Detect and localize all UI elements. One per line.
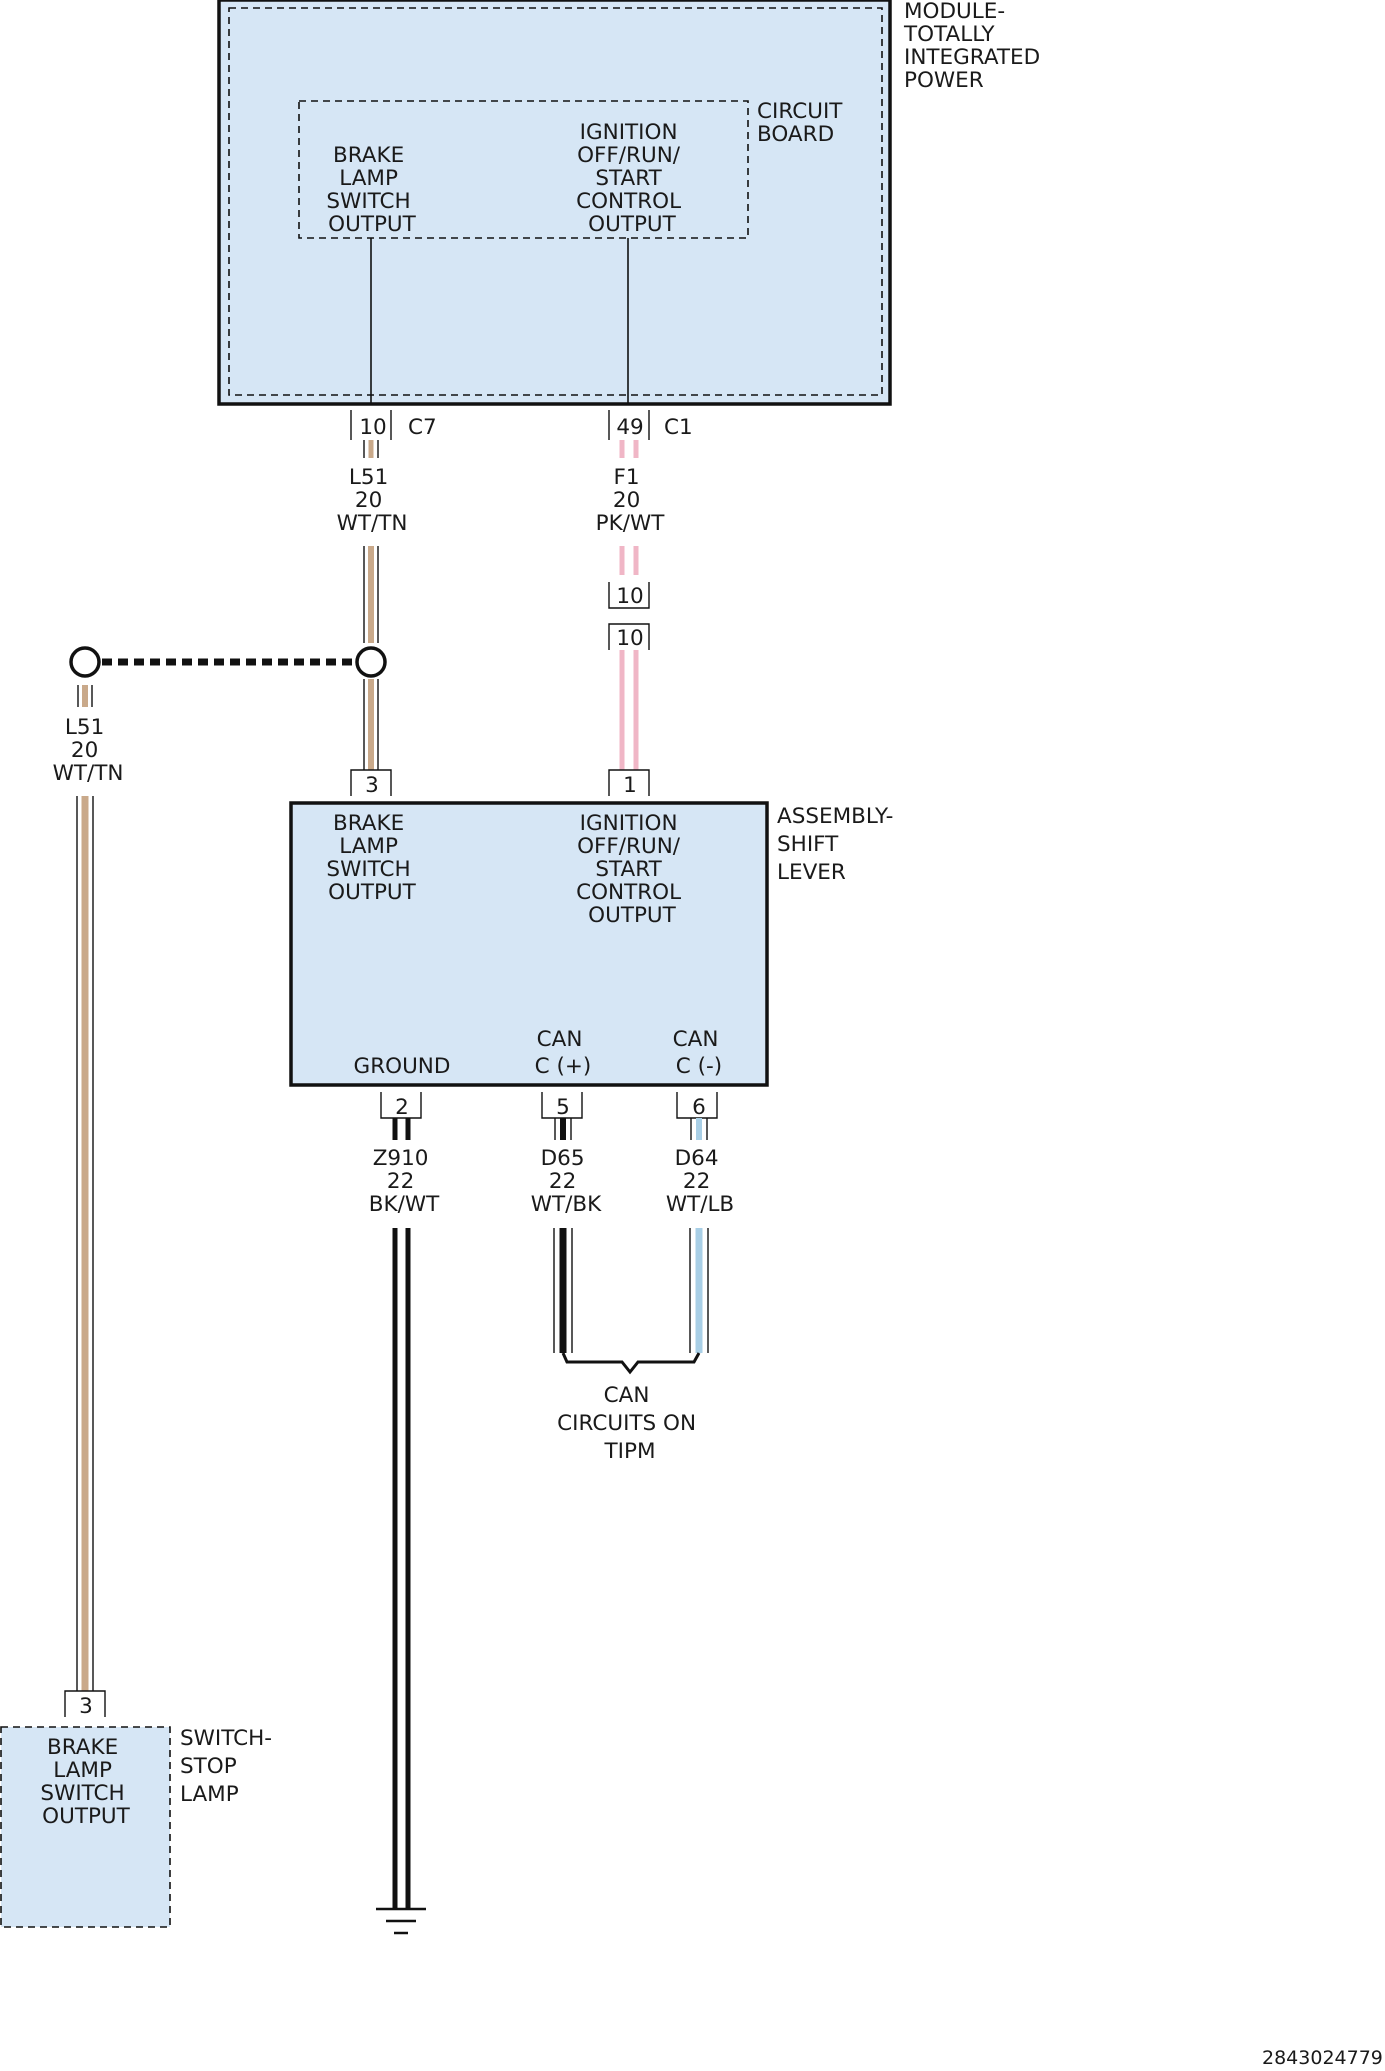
ground-symbol [376, 1907, 426, 1935]
shift-lever-box [289, 801, 769, 1087]
tipm-module-inner-dashed [228, 7, 883, 396]
stop-lamp-switch-pin-3: 3 [79, 1694, 93, 1719]
shift-lever-pin-1: 1 [623, 773, 637, 798]
shift-lever-pin-3: 3 [365, 773, 379, 798]
wire-l51-left: L51 20 WT/TN [53, 685, 124, 1691]
stop-lamp-switch-box [0, 1726, 171, 1928]
wire-l51-upper-label: L51 20 WT/TN [337, 465, 408, 536]
shift-lever-can-neg-label: CAN C (-) [673, 1027, 726, 1079]
wire-z910-label: Z910 22 BK/WT [369, 1146, 440, 1217]
wire-d64-label: D64 22 WT/LB [666, 1146, 734, 1217]
stop-lamp-switch-output-label: BRAKE LAMP SWITCH OUTPUT [40, 1735, 131, 1829]
circuit-board-box [298, 100, 749, 239]
shift-lever-ground-label: GROUND [354, 1054, 451, 1079]
tipm-ignition-output-label: IGNITION OFF/RUN/ START CONTROL OUTPUT [576, 120, 688, 237]
shift-lever-pin-2: 2 [395, 1095, 409, 1120]
tipm-connector-c7: C7 [408, 415, 437, 440]
tipm-pin-c1: 49 C1 [608, 410, 693, 440]
tipm-brake-output-label: BRAKE LAMP SWITCH OUTPUT [326, 143, 417, 237]
figure-id: 2843024779 [1262, 2047, 1383, 2069]
inline-pin-top: 10 [616, 584, 643, 609]
inline-connector-f1: 10 10 [608, 582, 650, 651]
tipm-pin-c7: 10 C7 [350, 410, 437, 440]
tipm-module-box [217, 0, 892, 406]
splice-node-left [69, 646, 101, 678]
tipm-pin-c7-number: 10 [359, 415, 386, 440]
splice-l51 [69, 646, 387, 678]
stop-lamp-switch: 3 BRAKE LAMP SWITCH OUTPUT SWITCH- STOP … [0, 1690, 279, 1928]
wire-f1: F1 20 PK/WT [596, 440, 666, 770]
wire-f1-label: F1 20 PK/WT [596, 465, 666, 536]
circuit-board-label: CIRCUIT BOARD [757, 99, 849, 147]
shift-lever-pin-5: 5 [556, 1095, 570, 1120]
shift-lever-pin-6: 6 [692, 1095, 706, 1120]
tipm-connector-c1: C1 [664, 415, 693, 440]
tipm-pin-c1-number: 49 [616, 415, 643, 440]
can-note: CAN CIRCUITS ON TIPM [557, 1383, 703, 1464]
shift-lever-ignition-output-label: IGNITION OFF/RUN/ START CONTROL OUTPUT [576, 811, 688, 928]
can-brace: CAN CIRCUITS ON TIPM [557, 1352, 703, 1464]
shift-lever-assembly: 3 1 ASSEMBLY- SHIFT LEVER BRAKE LAMP SWI… [289, 769, 900, 1120]
shift-lever-brake-output-label: BRAKE LAMP SWITCH OUTPUT [326, 811, 417, 905]
wire-l51-upper: L51 20 WT/TN [337, 440, 408, 770]
tipm-module: MODULE- TOTALLY INTEGRATED POWER CIRCUIT… [217, 0, 1047, 406]
wire-d65-label: D65 22 WT/BK [531, 1146, 602, 1217]
wire-d65: D65 22 WT/BK [531, 1118, 602, 1353]
shift-lever-label: ASSEMBLY- SHIFT LEVER [777, 804, 900, 885]
wire-l51-left-label: L51 20 WT/TN [53, 715, 124, 786]
wire-d64: D64 22 WT/LB [666, 1118, 734, 1353]
wire-z910: Z910 22 BK/WT [369, 1118, 440, 1908]
shift-lever-can-pos-label: CAN C (+) [535, 1027, 592, 1079]
splice-node-right [355, 646, 387, 678]
tipm-module-label: MODULE- TOTALLY INTEGRATED POWER [903, 0, 1047, 93]
inline-pin-bottom: 10 [616, 626, 643, 651]
stop-lamp-switch-label: SWITCH- STOP LAMP [180, 1726, 279, 1807]
